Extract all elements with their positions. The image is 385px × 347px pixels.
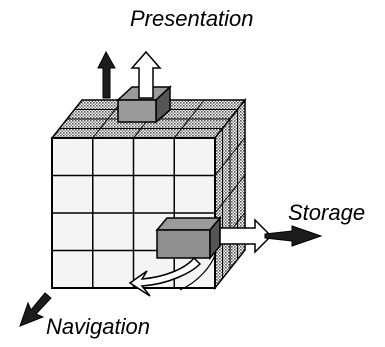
storage-solid-arrow [264, 225, 323, 247]
storage-outline-arrow [219, 218, 273, 254]
presentation-label: Presentation [130, 6, 254, 31]
navigation-solid-arrow [19, 292, 52, 327]
storage-label: Storage [288, 200, 366, 225]
navigation-curved-arrow [128, 256, 202, 297]
navigation-curved-arrow-inner [179, 251, 217, 291]
presentation-block [116, 85, 172, 124]
presentation-outline-arrow [130, 50, 162, 99]
storage-block [155, 215, 222, 261]
navigation-label: Navigation [46, 314, 150, 339]
presentation-solid-arrow [97, 50, 116, 99]
cube-front-grid [52, 138, 215, 288]
